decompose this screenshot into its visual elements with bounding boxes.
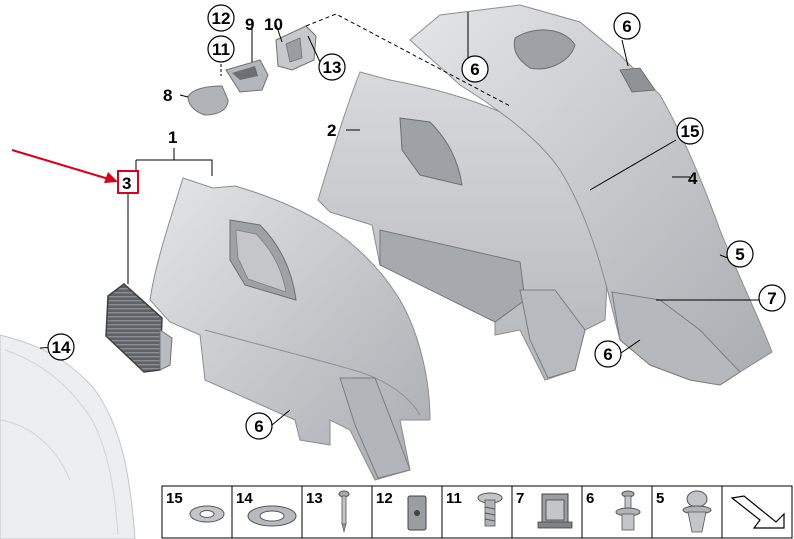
svg-text:6: 6 <box>622 17 631 36</box>
callout-1: 1 <box>168 128 177 147</box>
legend-num-6: 6 <box>586 490 594 507</box>
part-9-11-handle <box>225 59 269 93</box>
svg-text:15: 15 <box>681 122 700 141</box>
svg-text:11: 11 <box>212 40 230 59</box>
part-1-trim-panel <box>149 177 431 481</box>
svg-text:6: 6 <box>470 60 479 79</box>
svg-text:10: 10 <box>264 15 283 34</box>
svg-text:8: 8 <box>163 86 172 105</box>
expanding-clip-icon <box>682 490 712 533</box>
legend-num-13: 13 <box>306 490 323 507</box>
callout-9: 9 <box>245 15 254 34</box>
svg-text:1: 1 <box>168 128 177 147</box>
part-8-cover <box>187 85 229 116</box>
svg-text:14: 14 <box>52 338 71 357</box>
callout-5: 5 <box>726 240 754 268</box>
legend-num-12: 12 <box>376 490 393 507</box>
legend-num-14: 14 <box>236 490 253 507</box>
svg-text:2: 2 <box>327 121 336 140</box>
part-2-trim-panel <box>317 71 608 381</box>
callout-11: 11 <box>207 35 235 63</box>
push-rivet-icon <box>615 490 641 531</box>
washer-icon <box>247 505 297 527</box>
svg-text:6: 6 <box>254 417 263 436</box>
callout-8: 8 <box>163 86 172 105</box>
svg-text:4: 4 <box>688 169 698 188</box>
clip-plate-icon <box>407 495 427 531</box>
callout-4: 4 <box>688 169 698 188</box>
fastener-legend: 15 14 13 12 11 7 6 5 <box>161 485 793 539</box>
screw-icon <box>338 490 350 533</box>
callout-2: 2 <box>327 121 336 140</box>
direction-arrow-icon <box>721 485 793 539</box>
legend-num-11: 11 <box>446 490 462 507</box>
callout-6-top-right: 6 <box>613 12 641 40</box>
callout-12: 12 <box>207 4 235 32</box>
callout-6-top-left: 6 <box>461 55 489 83</box>
svg-text:3: 3 <box>122 174 131 193</box>
svg-text:6: 6 <box>603 345 612 364</box>
callout-10: 10 <box>264 15 283 34</box>
legend-num-15: 15 <box>166 490 183 507</box>
trim-clip-icon <box>537 493 573 529</box>
svg-text:9: 9 <box>245 15 254 34</box>
svg-text:5: 5 <box>735 245 744 264</box>
callout-6-right: 6 <box>594 340 622 368</box>
callout-13: 13 <box>318 53 346 81</box>
callout-15: 15 <box>676 117 704 145</box>
part-3-grille <box>105 283 173 373</box>
part-14-insulation <box>0 334 136 539</box>
legend-num-7: 7 <box>516 490 524 507</box>
svg-text:7: 7 <box>767 289 776 308</box>
callout-7: 7 <box>758 284 786 312</box>
bolt-icon <box>477 492 503 527</box>
callout-6-bottom: 6 <box>245 412 273 440</box>
highlight-arrow <box>11 149 118 183</box>
speed-nut-icon <box>189 505 225 523</box>
callout-3: 3 <box>117 170 139 194</box>
leader-lines <box>39 12 760 426</box>
svg-text:12: 12 <box>212 9 231 28</box>
part-4-trim-panel <box>409 4 773 386</box>
legend-num-5: 5 <box>656 490 664 507</box>
callout-14: 14 <box>47 333 75 361</box>
svg-text:13: 13 <box>323 58 342 77</box>
